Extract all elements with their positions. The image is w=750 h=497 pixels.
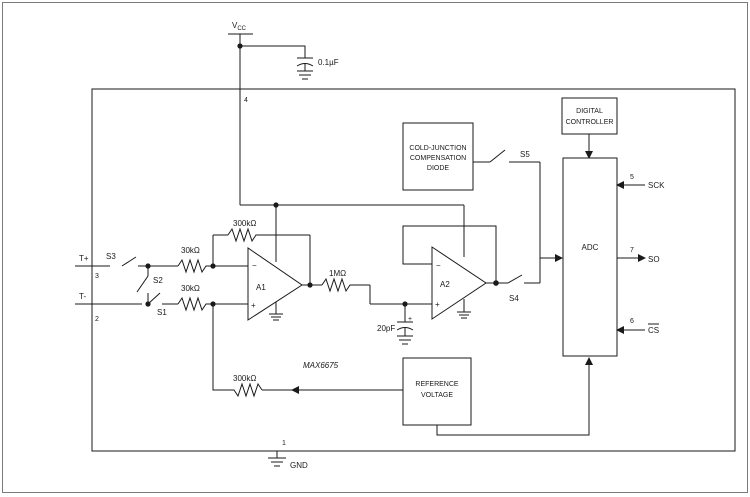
- svg-text:300kΩ: 300kΩ: [233, 374, 256, 383]
- switch-s1: S1: [135, 292, 178, 317]
- svg-text:S1: S1: [157, 308, 167, 317]
- capacitor-20pf: +: [396, 304, 414, 345]
- reference-voltage-block: REFERENCE VOLTAGE: [402, 357, 472, 426]
- pin-sck: 5 SCK: [616, 174, 665, 190]
- svg-text:1MΩ: 1MΩ: [329, 269, 346, 278]
- vcc-supply: VCC 0.1µF 4: [228, 21, 465, 262]
- pin-so: 7 SO: [617, 247, 660, 264]
- svg-text:S3: S3: [106, 252, 116, 261]
- svg-text:CS: CS: [648, 326, 659, 335]
- svg-text:VOLTAGE: VOLTAGE: [421, 392, 453, 399]
- svg-text:DIODE: DIODE: [427, 165, 450, 172]
- amplifier-a1: − + A1: [247, 247, 303, 321]
- amplifier-a2: − + A2: [431, 246, 487, 320]
- resistor-1m: 1MΩ: [321, 269, 355, 293]
- switch-s3: S3: [106, 252, 148, 267]
- svg-text:2: 2: [95, 316, 99, 323]
- svg-text:6: 6: [630, 318, 634, 325]
- svg-text:3: 3: [95, 273, 99, 280]
- input-tplus: T+ 3: [75, 254, 110, 280]
- svg-text:30kΩ: 30kΩ: [181, 246, 200, 255]
- svg-text:+: +: [408, 316, 412, 323]
- svg-text:DIGITAL: DIGITAL: [576, 108, 603, 115]
- svg-text:ADC: ADC: [582, 243, 599, 252]
- resistor-30k-top: 30kΩ: [177, 246, 212, 274]
- svg-text:−: −: [436, 261, 441, 270]
- adc-block: ADC: [562, 157, 618, 357]
- svg-text:SO: SO: [648, 255, 660, 264]
- svg-text:A1: A1: [256, 283, 266, 292]
- chip-name: MAX6675: [303, 361, 339, 370]
- svg-text:S4: S4: [509, 294, 519, 303]
- resistor-30k-bottom: 30kΩ: [177, 284, 212, 312]
- svg-text:30kΩ: 30kΩ: [181, 284, 200, 293]
- svg-text:GND: GND: [290, 461, 308, 470]
- svg-text:COLD-JUNCTION: COLD-JUNCTION: [409, 145, 466, 152]
- svg-text:300kΩ: 300kΩ: [233, 219, 256, 228]
- vcc-pin-number: 4: [244, 97, 248, 104]
- a2-ground: [457, 299, 471, 319]
- pin-cs: 6 CS: [616, 318, 659, 335]
- vcc-label: VCC: [232, 21, 247, 32]
- switch-s4: S4: [496, 274, 540, 303]
- cap-0p1uf-label: 0.1µF: [318, 58, 339, 67]
- chip-outline: [91, 88, 736, 452]
- input-tminus: T- 2: [75, 292, 135, 323]
- digital-controller-block: DIGITAL CONTROLLER: [561, 97, 618, 135]
- svg-text:+: +: [251, 301, 256, 310]
- svg-text:S5: S5: [520, 150, 530, 159]
- svg-text:T-: T-: [79, 292, 86, 301]
- svg-text:CONTROLLER: CONTROLLER: [566, 119, 614, 126]
- resistor-300k-feedback: 300kΩ: [227, 219, 262, 243]
- cap-20pf-label: 20pF: [377, 324, 395, 333]
- svg-text:REFERENCE: REFERENCE: [415, 381, 459, 388]
- svg-text:COMPENSATION: COMPENSATION: [410, 155, 466, 162]
- svg-text:5: 5: [630, 174, 634, 181]
- switch-s2: S2: [136, 266, 163, 304]
- svg-text:SCK: SCK: [648, 181, 665, 190]
- svg-text:1: 1: [282, 440, 286, 447]
- cold-junction-diode-block: COLD-JUNCTION COMPENSATION DIODE: [402, 122, 474, 191]
- svg-text:T+: T+: [79, 254, 89, 263]
- svg-text:S2: S2: [153, 276, 163, 285]
- a1-ground: [269, 302, 283, 321]
- resistor-300k-reference: 300kΩ: [228, 374, 263, 398]
- switch-s5: S5: [473, 149, 540, 163]
- svg-text:A2: A2: [440, 280, 450, 289]
- svg-text:+: +: [435, 300, 440, 309]
- ground-pin: 1 GND: [268, 440, 308, 470]
- svg-text:−: −: [252, 261, 257, 270]
- svg-text:7: 7: [630, 247, 634, 254]
- decoupling-capacitor: [296, 57, 314, 80]
